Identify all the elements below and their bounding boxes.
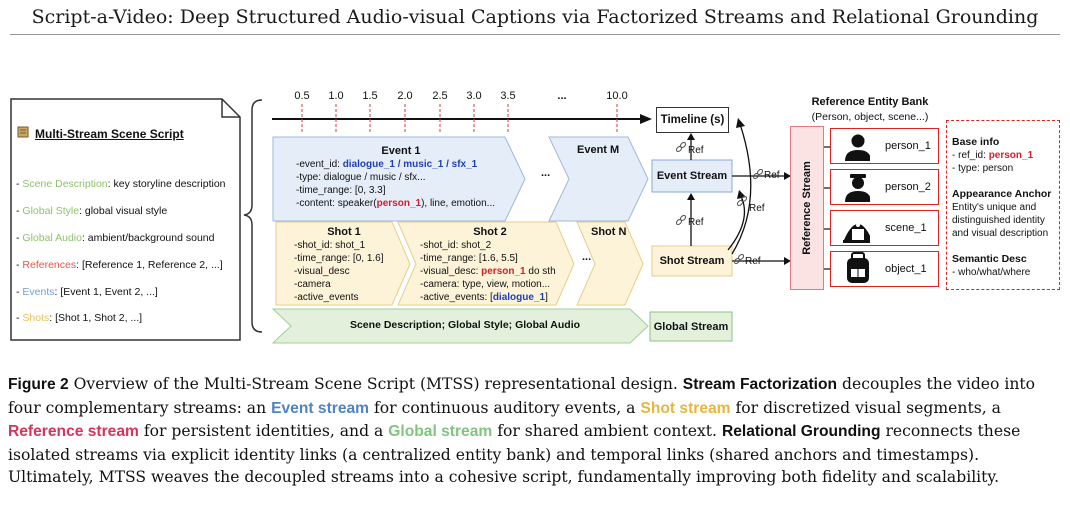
tick-label: ... [557, 90, 567, 102]
shot-n-chevron [576, 221, 644, 306]
script-card-title: Multi-Stream Scene Script [35, 127, 184, 141]
tick-label: 10.0 [606, 90, 628, 102]
shot-1-content: Shot 1 -shot_id: shot_1 -time_range: [0,… [294, 226, 394, 304]
tick-label: 3.5 [500, 90, 516, 102]
ref-label: Ref [688, 145, 704, 156]
event-m-title: Event M [577, 144, 620, 156]
entity-name: person_2 [885, 181, 931, 193]
script-item-scene: - Scene Description: key storyline descr… [16, 178, 226, 190]
reference-stream-label: Reference Stream [801, 161, 813, 255]
shot-1-title: Shot 1 [327, 226, 361, 238]
info-anchor-line: and visual description [952, 228, 1049, 239]
paper-title: Script-a-Video: Deep Structured Audio-vi… [31, 6, 1039, 28]
scroll-icon [17, 126, 29, 138]
script-item-key: Shots [22, 312, 50, 324]
shot-2-title: Shot 2 [473, 226, 507, 238]
ref-label: Ref [745, 256, 761, 267]
global-bar-label: Scene Description; Global Style; Global … [349, 319, 581, 331]
figure-caption: Figure 2 Overview of the Multi-Stream Sc… [8, 375, 1036, 486]
shot-stream-box-shape [651, 245, 733, 277]
info-anchor-line: distinguished identity [952, 215, 1045, 226]
ref-label: Ref [749, 203, 765, 214]
script-item-key: References [22, 259, 77, 271]
event-ellipsis: ... [541, 167, 551, 179]
tick-label: 1.5 [362, 90, 378, 102]
entity-bank-title: Reference Entity Bank [811, 96, 929, 108]
entity-name: person_1 [885, 140, 931, 152]
script-item-audio: - Global Audio: ambient/background sound [16, 232, 215, 244]
shot-1-chevron [275, 221, 411, 306]
shot-2-chevron [397, 221, 575, 306]
caption-shot-stream: Shot stream [640, 399, 731, 417]
caption-global-stream: Global stream [388, 423, 493, 440]
info-semantic-title: Semantic Desc [952, 253, 1027, 265]
shot-events-ref: dialogue_1 [492, 292, 546, 303]
info-base-type: - type: person [952, 163, 1014, 174]
title-rule [10, 34, 1060, 35]
figure-label: Figure 2 [8, 376, 69, 393]
backpack-icon [847, 252, 869, 283]
script-item-shots: - Shots: [Shot 1, Shot 2, ...] [16, 312, 143, 324]
link-icons [675, 141, 764, 265]
event-1-chevron [272, 136, 526, 222]
info-base-title: Base info [952, 136, 1000, 148]
caption-reference-stream: Reference stream [8, 423, 139, 440]
global-bar [271, 308, 649, 344]
shot-desc-ref: person_1 [481, 266, 526, 277]
person-icon [845, 134, 870, 161]
script-item-key: Global Style [22, 205, 80, 217]
shot-n-title: Shot N [591, 226, 627, 238]
info-anchor-title: Appearance Anchor [952, 188, 1052, 200]
ref-label: Ref [764, 170, 780, 181]
entity-info-box [946, 120, 1060, 290]
person-icon [845, 174, 870, 202]
shot-2-content: Shot 2 -shot_id: shot_2 -time_range: [1.… [420, 226, 560, 304]
reference-stream-box [790, 126, 824, 290]
script-item-key: Global Audio [22, 232, 82, 244]
global-stream-box-shape [649, 311, 733, 342]
entity-name: object_1 [885, 263, 927, 275]
scene-icon [843, 223, 870, 243]
entity-bank-subtitle: (Person, object, scene...) [811, 111, 929, 123]
timeline-box: Timeline (s) [656, 107, 729, 133]
info-anchor-line: Entity's unique and [952, 202, 1037, 213]
shot-ellipsis: ... [582, 251, 592, 263]
global-stream-box: Global Stream [653, 320, 729, 333]
script-item-key: Scene Description [22, 178, 108, 190]
tick-label: 2.5 [432, 90, 448, 102]
ref-label: Ref [688, 217, 704, 228]
tick-label: 0.5 [294, 90, 310, 102]
script-item-key: Events [22, 286, 55, 298]
info-base-ref: - ref_id: person_1 [952, 150, 1034, 161]
entity-icons [843, 134, 870, 283]
caption-event-stream: Event stream [271, 399, 370, 417]
event-m-chevron [548, 136, 649, 222]
event-content-ref: person_1 [376, 198, 422, 209]
tick-label: 3.0 [466, 90, 482, 102]
shot-stream-box: Shot Stream [659, 255, 725, 267]
event-stream-box-shape [651, 159, 733, 193]
event-1-title: Event 1 [381, 145, 421, 157]
event-stream-box: Event Stream [656, 170, 728, 182]
event-1-content: Event 1 -event_id: dialogue_1 / music_1 … [296, 145, 506, 210]
event-id-value: dialogue_1 / music_1 / sfx_1 [342, 159, 478, 170]
tick-label: 1.0 [328, 90, 344, 102]
script-item-references: - References: [Reference 1, Reference 2,… [16, 259, 223, 271]
script-item-events: - Events: [Event 1, Event 2, ...] [16, 286, 158, 298]
script-card-shape [10, 98, 241, 341]
info-semantic-line: - who/what/where [952, 267, 1031, 278]
brace [243, 99, 263, 333]
tick-label: 2.0 [397, 90, 413, 102]
entity-name: scene_1 [885, 222, 927, 234]
script-item-style: - Global Style: global visual style [16, 205, 168, 217]
